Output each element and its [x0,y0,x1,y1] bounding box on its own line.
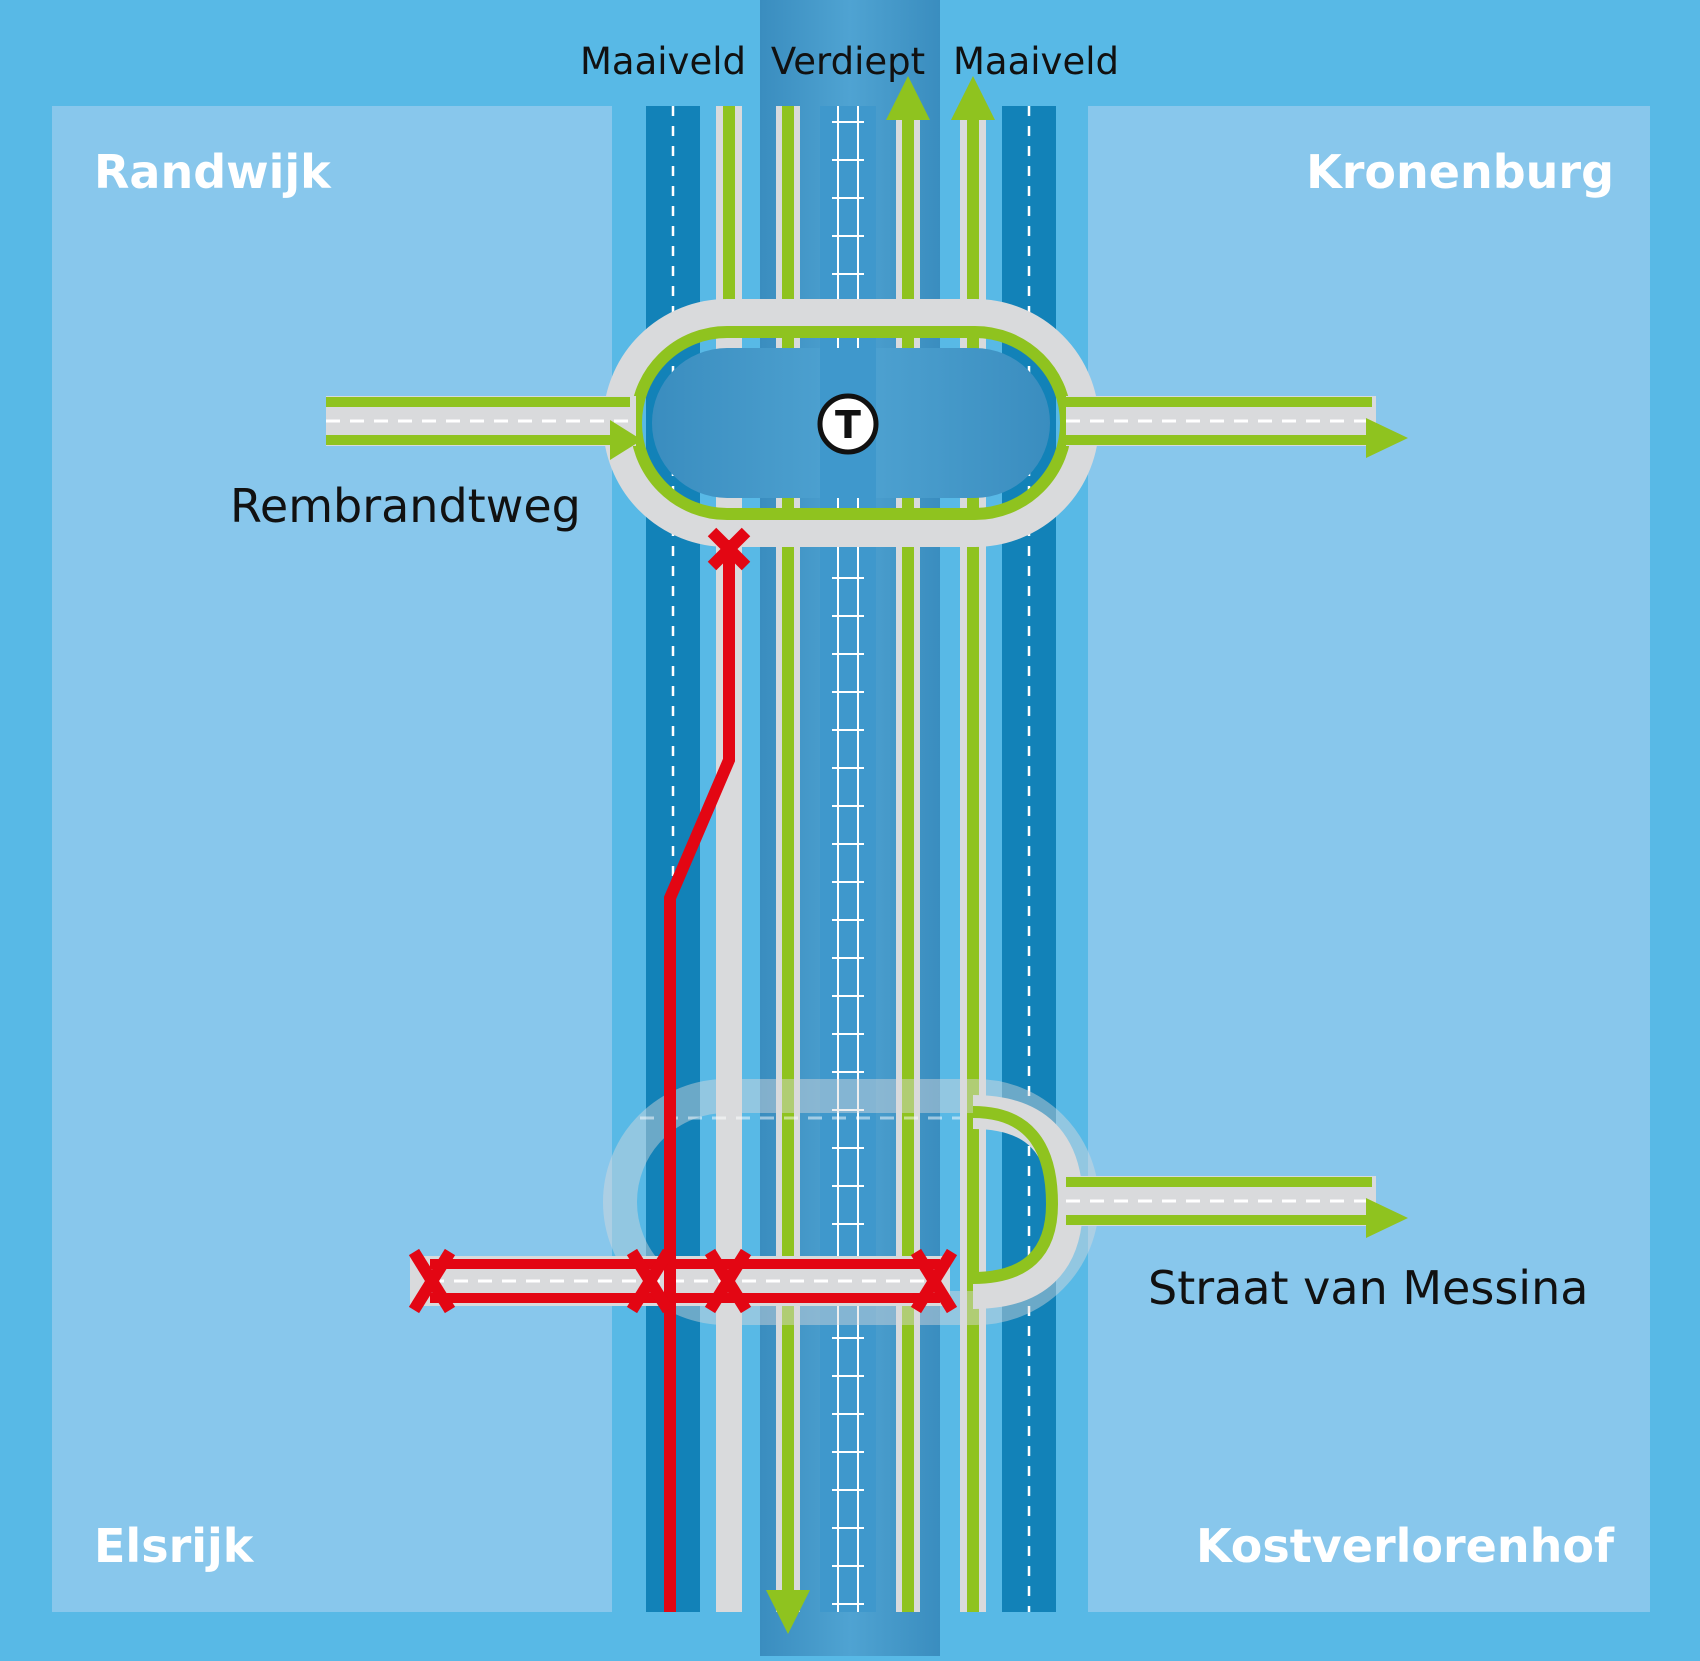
arrow-east-messina [1366,1198,1408,1238]
arrow-north-center [886,76,930,120]
closure-marker-3 [626,1248,674,1314]
arrow-north-east [951,76,995,120]
arrow-south [766,1590,810,1634]
closure-marker-5 [910,1248,958,1314]
arrow-into-roundabout [610,420,642,460]
district-panel-west [52,106,612,1612]
arrow-east-rembrandtweg [1366,418,1408,458]
district-kostverlorenhof: Kostverlorenhof [1196,1519,1615,1573]
label-maaiveld-right: Maaiveld [953,40,1119,83]
closure-marker-4 [704,1248,752,1314]
label-verdiept: Verdiept [771,40,925,83]
station-marker[interactable] [817,393,879,455]
district-kronenburg: Kronenburg [1306,145,1614,199]
road-name-straat-van-messina: Straat van Messina [1148,1261,1588,1315]
closure-marker-2 [408,1248,456,1314]
road-name-rembrandtweg: Rembrandtweg [230,479,581,533]
label-maaiveld-left: Maaiveld [580,40,746,83]
district-elsrijk: Elsrijk [94,1519,255,1573]
roundabout-south-east-arc-route [972,1106,1059,1284]
station-symbol: T [835,403,861,447]
district-panel-east [1088,106,1650,1612]
district-randwijk: Randwijk [94,145,332,199]
closure-marker-1 [707,527,751,571]
